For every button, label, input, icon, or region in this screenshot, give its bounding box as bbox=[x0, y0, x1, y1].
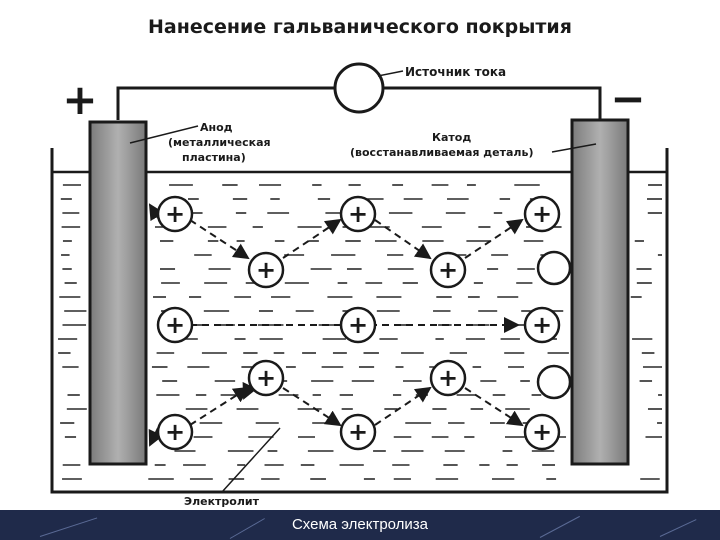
cathode-label-line1: Катод bbox=[432, 131, 471, 144]
ion-path bbox=[189, 219, 250, 260]
ion-layer: + + + + + + + + + + + + + bbox=[156, 195, 561, 451]
diagram-title: Нанесение гальванического покрытия bbox=[148, 16, 572, 38]
anode-plate bbox=[88, 120, 148, 466]
electrolyte-leader-line bbox=[221, 427, 281, 493]
ion-path bbox=[242, 381, 258, 400]
positive-ion-icon: + bbox=[523, 306, 561, 344]
minus-sign: − bbox=[610, 74, 645, 123]
ion-sign: + bbox=[256, 364, 276, 392]
ion-sign: + bbox=[165, 200, 185, 228]
cathode-leader-line bbox=[551, 143, 597, 153]
ion-path bbox=[189, 386, 250, 426]
positive-ion-icon: + bbox=[247, 251, 285, 289]
electrolyte-pattern bbox=[58, 184, 662, 480]
source-label: Источник тока bbox=[405, 65, 506, 79]
plus-sign: + bbox=[62, 75, 97, 124]
ion-path bbox=[282, 387, 342, 427]
positive-ion-icon: + bbox=[523, 413, 561, 451]
positive-ion-icon: + bbox=[247, 359, 285, 397]
anode-label-line3: пластина) bbox=[182, 151, 246, 164]
positive-ion-icon: + bbox=[339, 306, 377, 344]
ion-sign: + bbox=[532, 311, 552, 339]
positive-ion-icon: + bbox=[429, 359, 467, 397]
deposited-atom bbox=[536, 364, 572, 400]
electrolyte-label: Электролит bbox=[184, 495, 260, 508]
positive-ion-icon: + bbox=[339, 195, 377, 233]
cathode-label-line2: (восстанавливаемая деталь) bbox=[350, 146, 533, 159]
ion-sign: + bbox=[165, 311, 185, 339]
positive-ion-icon: + bbox=[523, 195, 561, 233]
ion-sign: + bbox=[348, 418, 368, 446]
caption-bar: Схема электролиза bbox=[0, 510, 720, 540]
source-leader-line bbox=[377, 70, 404, 77]
positive-ion-icon: + bbox=[429, 251, 467, 289]
galvanic-coating-diagram: Нанесение гальванического покрытия + − И… bbox=[50, 16, 669, 508]
ion-path bbox=[464, 218, 524, 259]
current-source-icon bbox=[333, 62, 385, 114]
ion-sign: + bbox=[348, 200, 368, 228]
ion-path bbox=[374, 219, 432, 260]
ion-path bbox=[374, 386, 432, 426]
positive-ion-icon: + bbox=[156, 413, 194, 451]
ion-sign: + bbox=[256, 256, 276, 284]
slide-caption: Схема электролиза bbox=[291, 516, 429, 533]
ion-sign: + bbox=[438, 364, 458, 392]
ion-path bbox=[282, 218, 342, 259]
ion-path bbox=[148, 427, 164, 447]
ion-path bbox=[464, 387, 524, 427]
ion-sign: + bbox=[348, 311, 368, 339]
ion-sign: + bbox=[532, 418, 552, 446]
positive-ion-icon: + bbox=[156, 306, 194, 344]
cathode-plate bbox=[570, 118, 630, 466]
ion-sign: + bbox=[438, 256, 458, 284]
ion-sign: + bbox=[165, 418, 185, 446]
circuit-wire bbox=[116, 86, 602, 120]
positive-ion-icon: + bbox=[156, 195, 194, 233]
anode-label-line1: Анод bbox=[200, 121, 233, 134]
anode-leader-line bbox=[129, 125, 199, 144]
ion-sign: + bbox=[532, 200, 552, 228]
deposited-atom bbox=[536, 250, 572, 286]
tank-outline bbox=[50, 148, 669, 494]
positive-ion-icon: + bbox=[339, 413, 377, 451]
ion-path bbox=[148, 203, 165, 222]
ion-paths bbox=[148, 203, 524, 447]
anode-label-line2: (металлическая bbox=[168, 136, 271, 149]
